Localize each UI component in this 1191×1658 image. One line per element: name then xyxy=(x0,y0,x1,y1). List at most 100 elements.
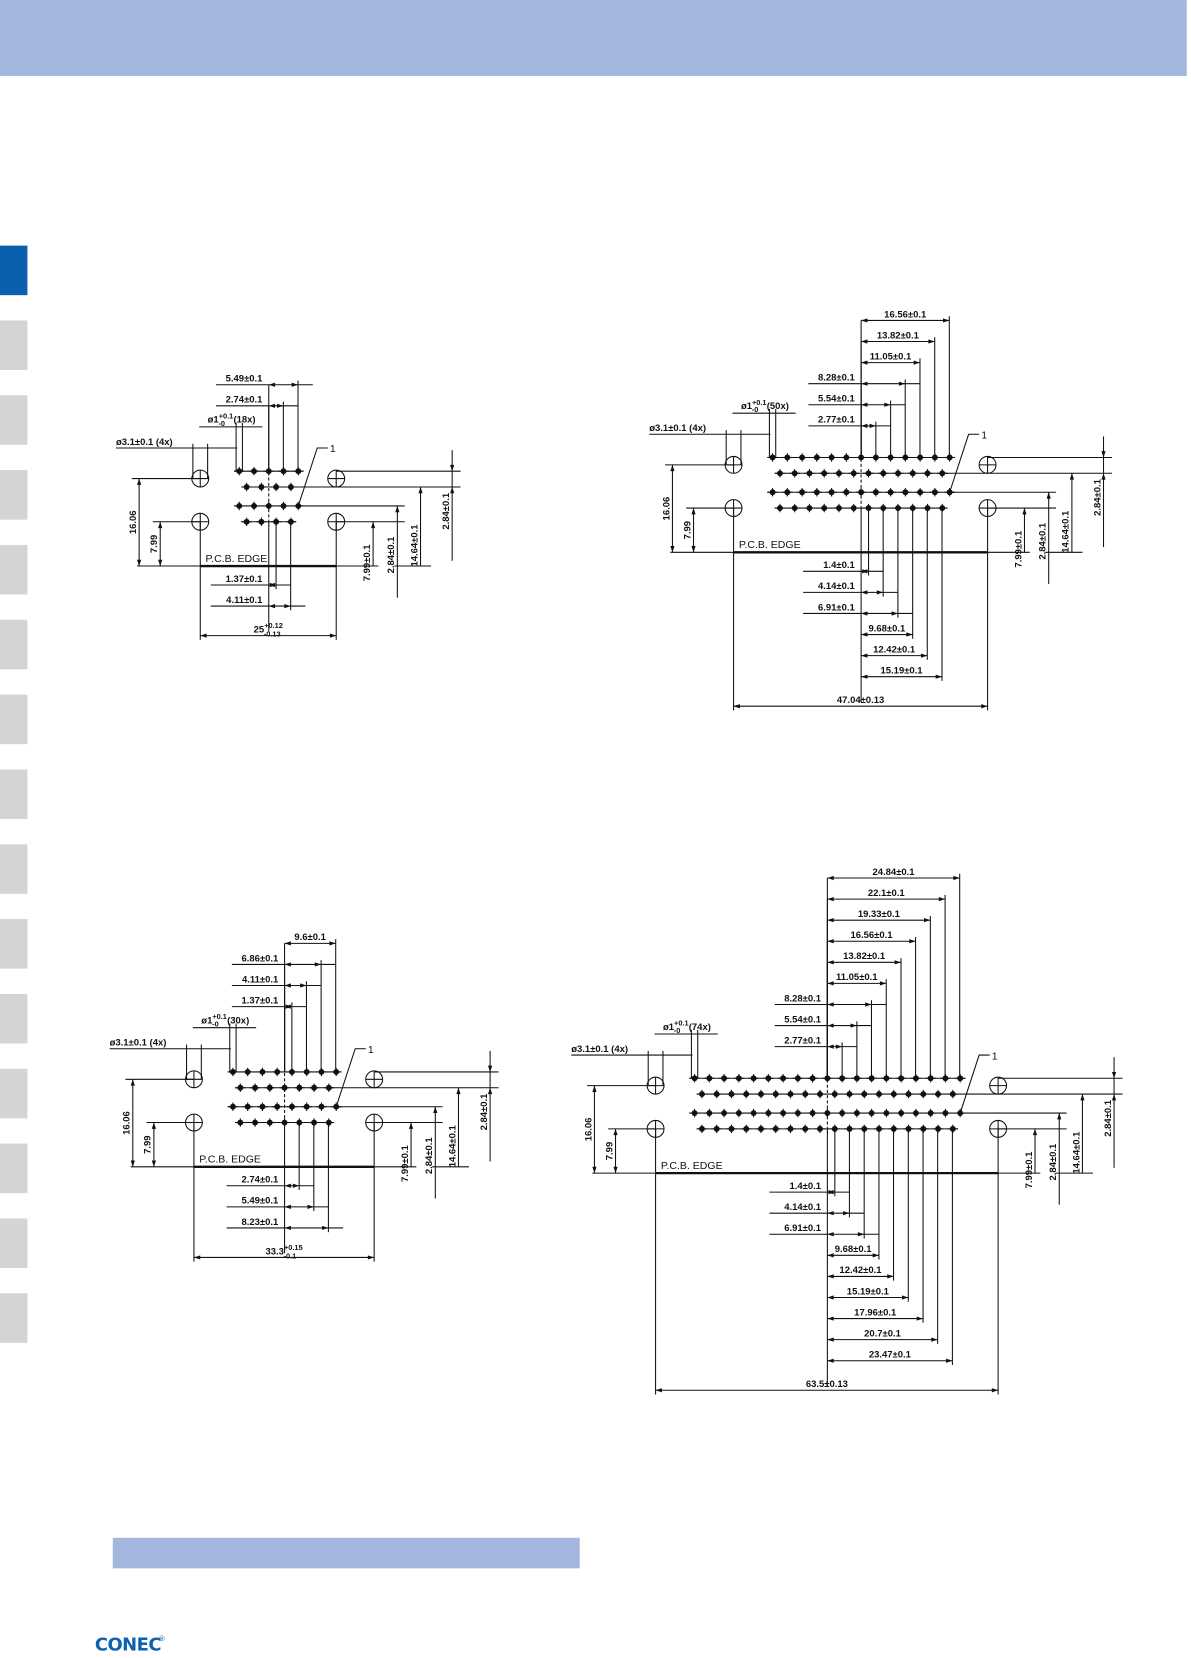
left-dimension-label: 16.06 xyxy=(583,1118,594,1142)
arrowhead xyxy=(827,1337,834,1342)
bottom-dimension-label: 17.96±0.1 xyxy=(854,1307,896,1318)
left-dimension-label: 16.06 xyxy=(128,510,139,534)
callout-leader xyxy=(959,1054,990,1114)
arrowhead xyxy=(857,1232,865,1237)
arrowhead xyxy=(861,339,868,344)
top-dimension-label: 24.84±0.1 xyxy=(873,867,915,878)
arrowhead xyxy=(835,1044,843,1049)
arrowhead xyxy=(487,1087,493,1095)
arrowhead xyxy=(916,1316,924,1321)
arrowhead xyxy=(277,403,284,408)
top-dimension-label: 19.33±0.1 xyxy=(858,909,900,920)
arrowhead xyxy=(827,1274,834,1279)
arrowhead xyxy=(284,603,291,609)
arrowhead xyxy=(827,918,834,923)
arrowhead xyxy=(284,983,291,988)
hole-diameter-label: ø3.1±0.1 (4x) xyxy=(649,423,706,434)
bottom-dimension-label: 15.19±0.1 xyxy=(881,666,923,677)
overall-width-label: 63.5±0.13 xyxy=(806,1379,848,1390)
arrowhead xyxy=(592,1085,597,1092)
arrowhead xyxy=(861,423,868,428)
arrowhead xyxy=(865,1002,872,1007)
drawings: P.C.B. EDGE 16.06 7.99 7.99±0.1 2.84±0.1 14.6… xyxy=(110,309,1123,1395)
arrowhead xyxy=(268,403,276,408)
arrowhead xyxy=(827,1044,834,1049)
pin-diameter-label: ø1+0.1-0(74x) xyxy=(663,1019,711,1035)
arrowhead xyxy=(862,569,869,574)
bottom-dimension-label: 9.68±0.1 xyxy=(835,1244,872,1255)
overall-width-value: 47.04±0.13 xyxy=(837,695,884,706)
arrowhead xyxy=(931,1337,938,1342)
callout-leader xyxy=(949,433,980,493)
arrowhead xyxy=(268,382,276,387)
overall-width-tol-lower: -0.13 xyxy=(264,630,281,639)
arrowhead xyxy=(592,1166,597,1174)
arrowhead xyxy=(981,704,988,709)
arrowhead xyxy=(861,653,868,658)
arrowhead xyxy=(850,1023,857,1028)
arrowhead xyxy=(1046,492,1051,499)
side-tab xyxy=(0,544,28,595)
arrowhead xyxy=(284,1183,291,1188)
arrowhead xyxy=(655,1388,662,1393)
arrowhead xyxy=(613,1128,618,1136)
arrowhead xyxy=(1069,473,1075,480)
arrowhead xyxy=(872,1253,879,1258)
arrowhead xyxy=(613,1166,618,1174)
arrowhead xyxy=(733,704,740,709)
right-dimension-label: 2.84±0.1 xyxy=(386,537,397,574)
arrowhead xyxy=(827,1316,834,1321)
left-dimension-label: 7.99 xyxy=(149,535,160,553)
arrowhead xyxy=(158,559,163,567)
side-tab-active xyxy=(0,245,28,296)
arrowhead xyxy=(861,402,868,407)
conec-logo: CONEC ® xyxy=(95,1634,166,1655)
arrowhead xyxy=(292,1183,300,1188)
arrowhead xyxy=(269,582,277,588)
right-dimension-label: 7.99±0.1 xyxy=(400,1145,411,1182)
arrowhead xyxy=(938,896,946,902)
top-dimension-label: 13.82±0.1 xyxy=(877,330,919,341)
arrowhead xyxy=(898,381,906,386)
right-dimension-label: 7.99±0.1 xyxy=(1013,531,1024,568)
arrowhead xyxy=(408,1122,414,1129)
side-tab xyxy=(0,993,28,1044)
arrowhead xyxy=(1111,1071,1117,1079)
left-dimension-label: 16.06 xyxy=(122,1111,133,1135)
arrowhead xyxy=(329,633,337,638)
callout-leader xyxy=(297,447,328,507)
arrowhead xyxy=(329,941,336,946)
arrowhead xyxy=(670,546,675,553)
arrowhead xyxy=(891,611,898,616)
arrowhead xyxy=(670,464,675,472)
pcb-edge-label: P.C.B. EDGE xyxy=(661,1160,723,1172)
arrowhead xyxy=(861,381,868,386)
pin-diameter-label: ø1+0.1-0(50x) xyxy=(741,398,789,414)
pin-tolerance-upper: +0.1 xyxy=(752,398,767,407)
bottom-dimension-label: 4.14±0.1 xyxy=(784,1202,821,1213)
arrowhead xyxy=(827,1253,834,1258)
arrowhead xyxy=(418,486,423,494)
overall-width-value: 25 xyxy=(254,624,265,635)
arrowhead xyxy=(450,486,455,494)
side-tabs xyxy=(0,245,28,1343)
arrowhead xyxy=(130,1079,135,1086)
right-dimension-label: 2.84±0.1 xyxy=(424,1137,435,1174)
pcb-edge-label: P.C.B. EDGE xyxy=(199,1154,261,1166)
side-tab xyxy=(0,619,28,670)
side-tab xyxy=(0,769,28,819)
left-dimension-label: 7.99 xyxy=(682,521,693,539)
arrowhead xyxy=(200,633,207,638)
right-dimension-label: 14.64±0.1 xyxy=(1071,1132,1082,1174)
right-dimension-label: 2.84±0.1 xyxy=(1092,479,1103,516)
logo-registered-mark: ® xyxy=(158,1634,165,1643)
pin-count: (30x) xyxy=(227,1015,249,1026)
arrowhead xyxy=(879,981,887,986)
arrowhead xyxy=(433,1106,438,1114)
arrowhead xyxy=(924,918,931,923)
logo-text: CONEC xyxy=(95,1635,161,1656)
bottom-dimension-label: 23.47±0.1 xyxy=(869,1350,911,1361)
arrowhead xyxy=(827,1211,834,1216)
top-dimension-label: 2.77±0.1 xyxy=(784,1035,821,1046)
